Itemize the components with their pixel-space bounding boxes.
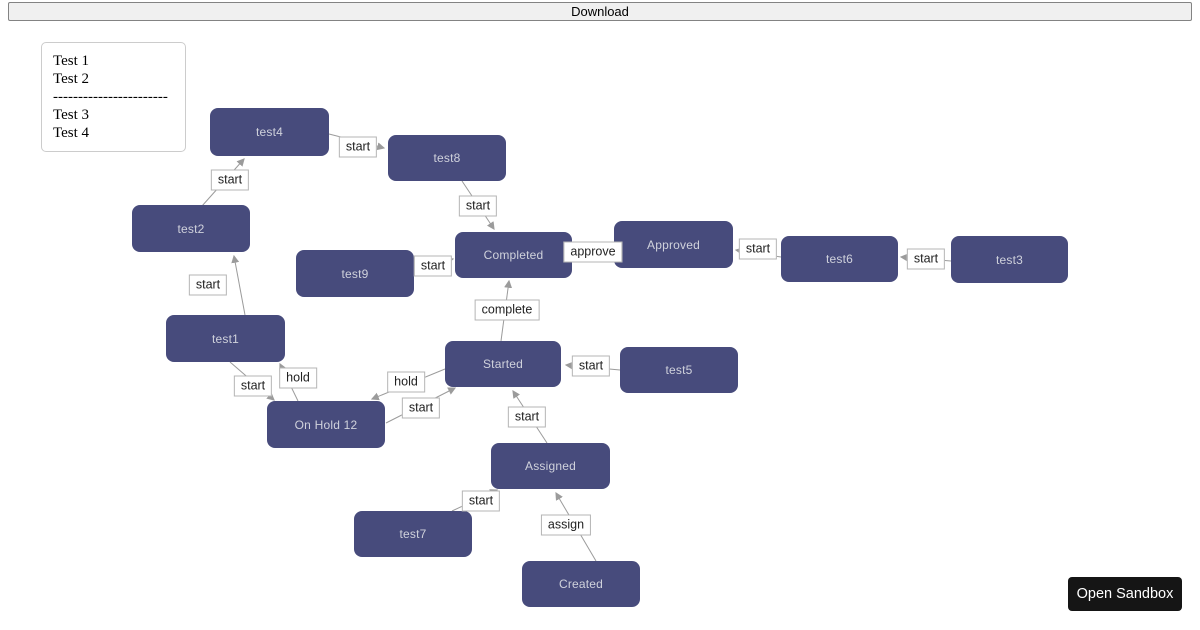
legend-line-5: Test 4 [53, 125, 90, 141]
edge-label-test6-to-approved: start [738, 238, 778, 260]
node-test1[interactable]: test1 [166, 315, 285, 362]
edge-label-test8-to-completed: start [458, 195, 498, 217]
edge-label-test4-to-test8: start [338, 136, 378, 158]
legend-line-1: Test 1 [53, 53, 90, 69]
legend-line-2: Test 2 [53, 71, 90, 87]
edge-label-started-to-completed: complete [474, 299, 540, 321]
edge-label-test1-to-onhold12: start [233, 375, 273, 397]
legend-box: Test 1 Test 2 ----------------------- Test … [41, 42, 186, 152]
node-test4[interactable]: test4 [210, 108, 329, 156]
edge-label-test3-to-test6: start [906, 248, 946, 270]
node-created[interactable]: Created [522, 561, 640, 607]
edge-label-onhold12-to-test1: hold [279, 367, 317, 389]
edge-label-onhold12-to-started: start [401, 397, 441, 419]
edge-test1-to-test2 [231, 254, 246, 316]
edge-label-created-to-assigned: assign [540, 514, 592, 536]
edge-label-assigned-to-started: start [507, 406, 547, 428]
edge-label-completed-to-approved: approve [563, 241, 623, 263]
node-approved[interactable]: Approved [614, 221, 733, 268]
open-sandbox-button[interactable]: Open Sandbox [1068, 577, 1182, 611]
edge-label-test7-to-assigned: start [461, 490, 501, 512]
edge-label-test9-to-completed: start [413, 255, 453, 277]
node-test8[interactable]: test8 [388, 135, 506, 181]
legend-line-3: ----------------------- [53, 89, 168, 105]
edge-label-started-to-onhold12: hold [387, 371, 425, 393]
node-completed[interactable]: Completed [455, 232, 572, 278]
node-onhold12[interactable]: On Hold 12 [267, 401, 385, 448]
node-assigned[interactable]: Assigned [491, 443, 610, 489]
download-button[interactable]: Download [8, 2, 1192, 21]
node-started[interactable]: Started [445, 341, 561, 387]
edge-label-test2-to-test4: start [210, 169, 250, 191]
node-test9[interactable]: test9 [296, 250, 414, 297]
node-test5[interactable]: test5 [620, 347, 738, 393]
legend-line-4: Test 3 [53, 107, 90, 123]
node-test6[interactable]: test6 [781, 236, 898, 282]
edge-label-test5-to-started: start [571, 355, 611, 377]
edge-label-test1-to-test2: start [188, 274, 228, 296]
node-test7[interactable]: test7 [354, 511, 472, 557]
node-test3[interactable]: test3 [951, 236, 1068, 283]
node-test2[interactable]: test2 [132, 205, 250, 252]
